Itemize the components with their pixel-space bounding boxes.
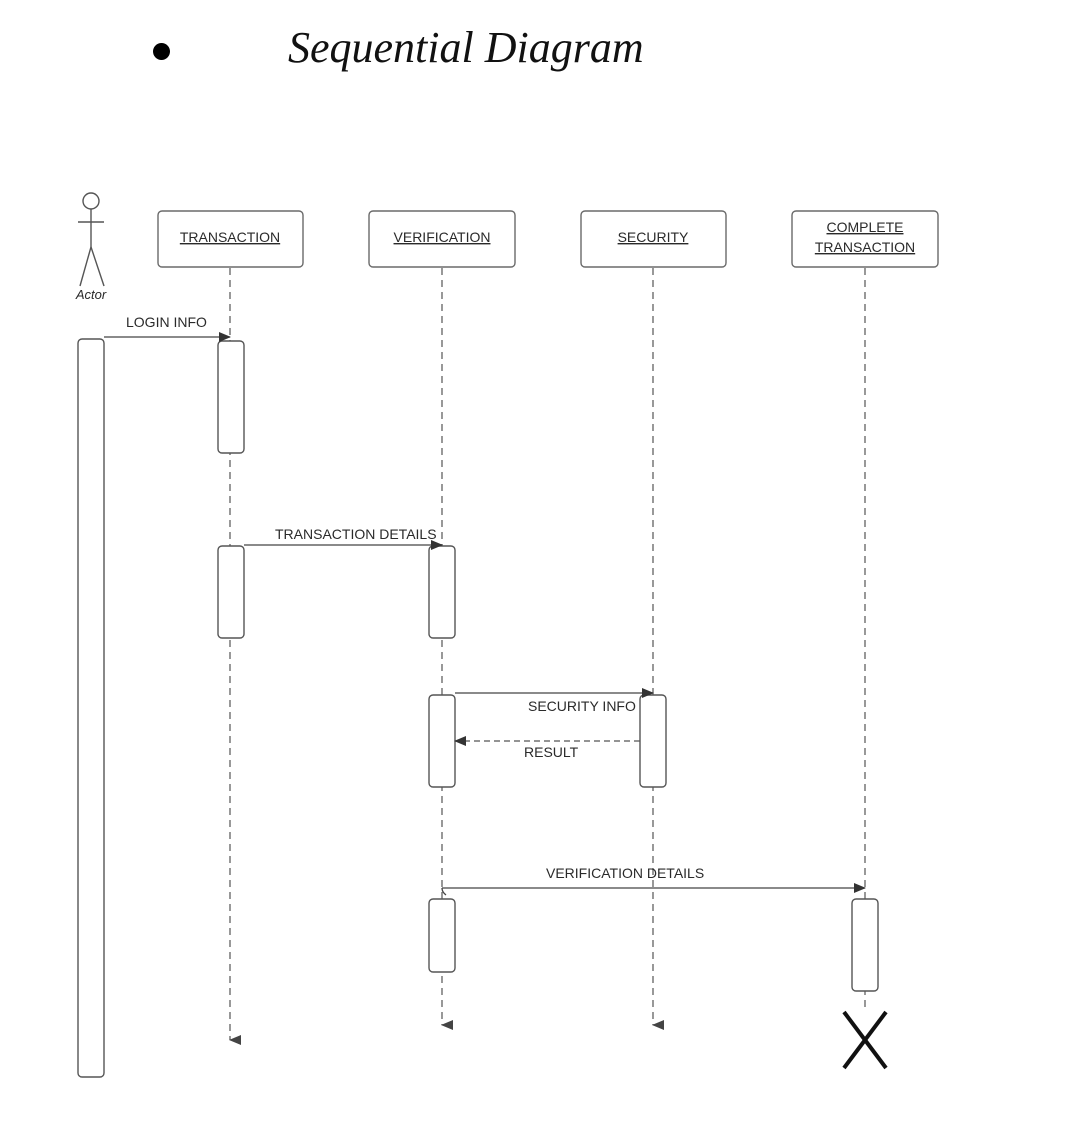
- heading: Sequential Diagram: [0, 0, 1080, 110]
- activation-bar-verification-3: [428, 898, 456, 973]
- participant-label: TRANSACTION: [180, 229, 280, 245]
- page-title: Sequential Diagram: [288, 23, 644, 72]
- participant-label: TRANSACTION: [815, 239, 915, 255]
- message-curve: [441, 887, 447, 896]
- participant-label: VERIFICATION: [394, 229, 491, 245]
- message-label: TRANSACTION DETAILS: [275, 526, 437, 542]
- message-label: SECURITY INFO: [528, 698, 636, 714]
- message-label: VERIFICATION DETAILS: [546, 865, 704, 881]
- participant-security: SECURITY: [580, 210, 727, 268]
- activation-bar-verification-2: [428, 694, 456, 788]
- bullet-icon: [153, 43, 170, 60]
- participant-label: COMPLETE: [826, 219, 903, 235]
- actor-label: Actor: [75, 287, 107, 302]
- message-label: RESULT: [524, 744, 579, 760]
- activation-bar-complete-transaction: [851, 898, 879, 992]
- participant-verification: VERIFICATION: [368, 210, 516, 268]
- activation-bar-security: [639, 694, 667, 788]
- destroy-x-icon: [842, 1010, 888, 1070]
- activation-bar-verification-1: [428, 545, 456, 639]
- activation-bar-transaction-1: [217, 340, 245, 454]
- actor-figure-icon: [78, 192, 105, 287]
- participant-transaction: TRANSACTION: [157, 210, 304, 268]
- participant-label: SECURITY: [618, 229, 689, 245]
- actor-activation-bar: [77, 338, 105, 1078]
- activation-bar-transaction-2: [217, 545, 245, 639]
- participant-complete-transaction: COMPLETE TRANSACTION: [791, 210, 939, 268]
- message-label: LOGIN INFO: [126, 314, 207, 330]
